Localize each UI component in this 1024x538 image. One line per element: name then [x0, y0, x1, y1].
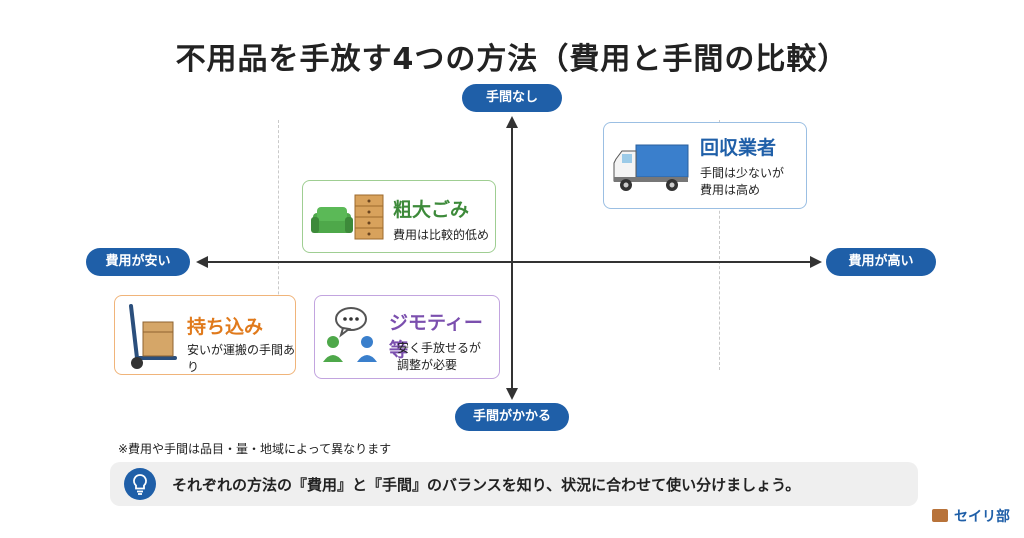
arrow-down-icon	[506, 388, 518, 400]
arrow-right-icon	[810, 256, 822, 268]
method-desc-line1: 安く手放せるが	[397, 341, 482, 355]
method-desc-line1: 手間は少ないが	[700, 166, 785, 180]
arrow-up-icon	[506, 116, 518, 128]
sofa-dresser-icon	[311, 194, 384, 240]
method-desc-line2: 費用は高め	[700, 183, 761, 197]
guide-line-right	[719, 120, 720, 370]
box-icon	[932, 509, 948, 522]
method-name: ジモティー等	[389, 312, 483, 361]
hand-truck-icon	[129, 304, 177, 369]
method-desc-line1: 費用は比較的低め	[393, 228, 490, 242]
method-name: 粗大ごみ	[393, 199, 470, 221]
axis-label-left: 費用が安い	[86, 248, 190, 276]
axis-label-bottom: 手間がかかる	[455, 403, 569, 431]
axis-label-top: 手間なし	[462, 84, 562, 112]
axis-label-right: 費用が高い	[826, 248, 936, 276]
arrow-left-icon	[196, 256, 208, 268]
truck-icon	[613, 144, 689, 191]
page-title: 不用品を手放す4つの方法（費用と手間の比較）	[175, 42, 849, 77]
guide-line-left	[278, 120, 279, 370]
disclaimer-note: ※費用や手間は品目・量・地域によって異なります	[118, 442, 392, 456]
tip-banner: それぞれの方法の『費用』と『手間』のバランスを知り、状況に合わせて使い分けましょ…	[110, 462, 918, 506]
lightbulb-icon	[124, 468, 156, 500]
brand-name: セイリ部	[954, 509, 1010, 525]
method-desc-line2: 調整が必要	[397, 358, 458, 372]
method-desc-line1: 安いが運搬の手間あり	[187, 343, 296, 374]
method-box-self-delivery: 持ち込み 安いが運搬の手間あり	[114, 295, 296, 375]
people-chat-icon	[323, 307, 377, 362]
method-name: 回収業者	[700, 137, 777, 159]
effort-axis	[511, 120, 513, 398]
method-box-collector: 回収業者 手間は少ないが 費用は高め	[603, 122, 807, 209]
cost-axis	[198, 261, 820, 263]
method-box-bulky-waste: 粗大ごみ 費用は比較的低め	[302, 180, 496, 253]
method-box-jmty: ジモティー等 安く手放せるが 調整が必要	[314, 295, 500, 379]
brand-logo: セイリ部	[932, 506, 1010, 526]
method-name: 持ち込み	[187, 316, 264, 338]
tip-text: それぞれの方法の『費用』と『手間』のバランスを知り、状況に合わせて使い分けましょ…	[172, 476, 801, 494]
